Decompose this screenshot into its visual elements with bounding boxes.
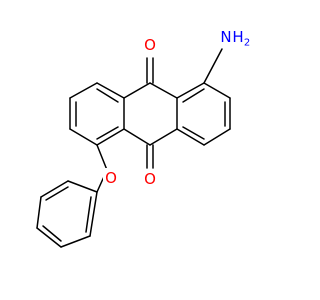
- label-mask: [142, 35, 158, 55]
- bond: [96, 82, 125, 99]
- molecule-structure: O O O N H 2: [36, 26, 250, 248]
- carbonyl-oxygen-bottom-label: O: [144, 170, 156, 188]
- bond: [149, 82, 178, 99]
- bond: [69, 128, 98, 146]
- label-mask: [142, 169, 158, 189]
- bond-layer: [36, 48, 231, 248]
- double-bond-inner: [182, 126, 205, 140]
- bond: [67, 180, 98, 193]
- bond: [176, 82, 205, 99]
- double-bond-inner: [42, 225, 62, 242]
- bond: [69, 82, 98, 99]
- ether-oxygen-label: O: [105, 169, 117, 187]
- bond: [36, 196, 42, 229]
- bond: [96, 128, 125, 146]
- label-mask: [218, 26, 250, 48]
- bond: [203, 128, 231, 146]
- double-bond-inner: [96, 88, 119, 103]
- amine-subscript-label: 2: [244, 38, 250, 49]
- double-bond-inner: [85, 196, 92, 233]
- bond: [123, 82, 151, 99]
- carbonyl-oxygen-top-label: O: [144, 36, 156, 54]
- bond: [60, 235, 91, 248]
- bond: [36, 227, 62, 248]
- double-bond-inner: [45, 186, 69, 201]
- bond: [176, 128, 205, 146]
- amine-bond: [203, 48, 223, 84]
- bond: [89, 191, 98, 237]
- double-bond-inner: [96, 126, 119, 140]
- double-bond-inner: [182, 88, 205, 103]
- amine-nitrogen-label: N: [220, 28, 231, 46]
- bond: [149, 128, 178, 146]
- bond: [123, 128, 151, 146]
- label-layer: O O O N H 2: [103, 26, 250, 189]
- bond: [40, 180, 69, 198]
- ether-bond: [96, 144, 108, 171]
- amine-hydrogen-label: H: [232, 28, 243, 46]
- bond: [203, 82, 231, 99]
- label-mask: [103, 168, 119, 188]
